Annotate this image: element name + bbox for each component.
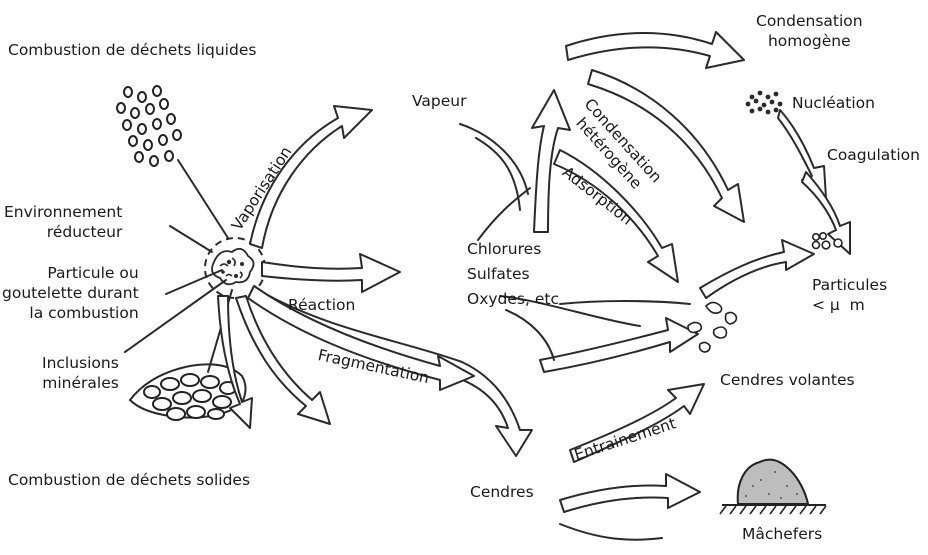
label-nucleation: Nucléation <box>792 94 875 112</box>
particules-circles <box>811 232 843 250</box>
arrow-condensation-homogene <box>565 31 745 69</box>
arrow-adsorption <box>553 149 679 283</box>
flow-line-2 <box>559 300 691 305</box>
arrow-to-cendres-volantes <box>539 317 699 373</box>
label-particules: Particules < μ m <box>812 276 888 314</box>
arrow-lower-right <box>235 295 331 425</box>
arrow-down-left <box>217 295 253 429</box>
vapeur-line-3 <box>477 187 531 241</box>
arrow-to-chlorures <box>261 253 401 293</box>
label-cendres-volantes: Cendres volantes <box>720 371 855 389</box>
flow-line-3 <box>505 309 555 361</box>
label-inclusions-minerales: Inclusions minérales <box>42 354 119 392</box>
label-environnement-reducteur: Environnement réducteur <box>4 203 123 241</box>
vapeur-line-2 <box>475 137 521 211</box>
arrow-to-machefers <box>559 473 701 513</box>
label-machefers: Mâchefers <box>742 525 823 543</box>
flow-line-1 <box>499 295 641 327</box>
pointer-particule <box>165 269 223 295</box>
flow-line-4 <box>559 523 663 541</box>
arrow-coagulation-2 <box>801 171 851 255</box>
pointer-environnement <box>169 225 213 253</box>
label-vapeur: Vapeur <box>412 92 467 110</box>
vapeur-line-1 <box>459 123 529 195</box>
arrow-to-particules <box>699 239 815 299</box>
label-coagulation: Coagulation <box>827 146 920 164</box>
liquid-feed-line <box>177 159 229 239</box>
label-particule-goutelette: Particule ou goutelette durant la combus… <box>2 264 139 322</box>
label-reaction: Réaction <box>288 296 356 314</box>
arrow-reaction-long <box>247 285 475 391</box>
label-chlorures-sulfates-oxydes: Chlorures Sulfates Oxydes, etc <box>467 240 559 309</box>
liquid-droplets <box>116 85 182 167</box>
pointer-inclusions <box>124 279 227 353</box>
solid-waste-pile <box>128 363 247 421</box>
nucleation-dots <box>745 90 783 115</box>
arrow-vaporisation <box>249 105 373 249</box>
arrow-condensation-heterogene <box>587 69 745 223</box>
arrow-coagulation <box>777 109 827 199</box>
label-combustion-solides: Combustion de déchets solides <box>8 471 251 489</box>
arrow-vapeur-up <box>531 89 571 233</box>
label-combustion-liquides: Combustion de déchets liquides <box>8 41 257 59</box>
fly-ash-blobs <box>687 301 738 353</box>
label-cendres: Cendres <box>470 483 534 501</box>
arrow-entrainement <box>569 383 705 463</box>
bottom-ash-mound <box>719 458 827 515</box>
label-condensation-homogene: Condensation homogène <box>756 12 863 50</box>
